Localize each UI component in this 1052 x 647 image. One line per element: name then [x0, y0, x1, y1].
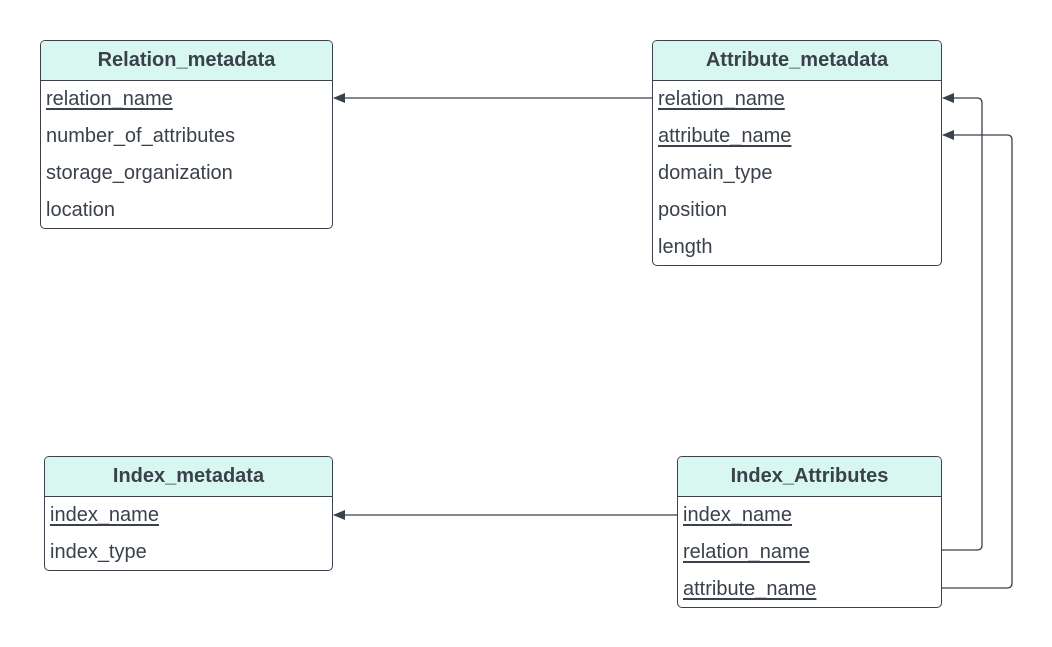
- attribute-domain-type: domain_type: [658, 162, 773, 184]
- attribute-position: position: [658, 199, 727, 221]
- entity-title: Index_metadata: [45, 457, 332, 497]
- attribute-index-name: index_name: [683, 504, 792, 526]
- entity-index-attributes[interactable]: Index_Attributes index_name relation_nam…: [677, 456, 942, 608]
- attribute-attribute-name: attribute_name: [683, 578, 817, 600]
- attribute-relation-name: relation_name: [46, 88, 173, 110]
- connector-index-relation-to-attribute-relation: [942, 93, 983, 551]
- connector-index-attribute-to-attribute-name: [942, 130, 1013, 589]
- attribute-relation-name: relation_name: [658, 88, 785, 110]
- entity-attribute-metadata[interactable]: Attribute_metadata relation_name attribu…: [652, 40, 942, 266]
- attribute-index-type: index_type: [50, 541, 147, 563]
- entity-index-metadata[interactable]: Index_metadata index_name index_type: [44, 456, 333, 571]
- attribute-number-of-attributes: number_of_attributes: [46, 125, 236, 147]
- attribute-attribute-name: attribute_name: [658, 125, 792, 147]
- attribute-location: location: [46, 199, 115, 221]
- entity-relation-metadata[interactable]: Relation_metadata relation_name number_o…: [40, 40, 333, 229]
- entity-title: Index_Attributes: [678, 457, 941, 497]
- entity-title: Relation_metadata: [41, 41, 332, 81]
- entity-title: Attribute_metadata: [653, 41, 941, 81]
- attribute-storage-organization: storage_organization: [46, 162, 233, 184]
- attribute-relation-name: relation_name: [683, 541, 810, 563]
- attribute-index-name: index_name: [50, 504, 159, 526]
- attribute-length: length: [658, 236, 713, 258]
